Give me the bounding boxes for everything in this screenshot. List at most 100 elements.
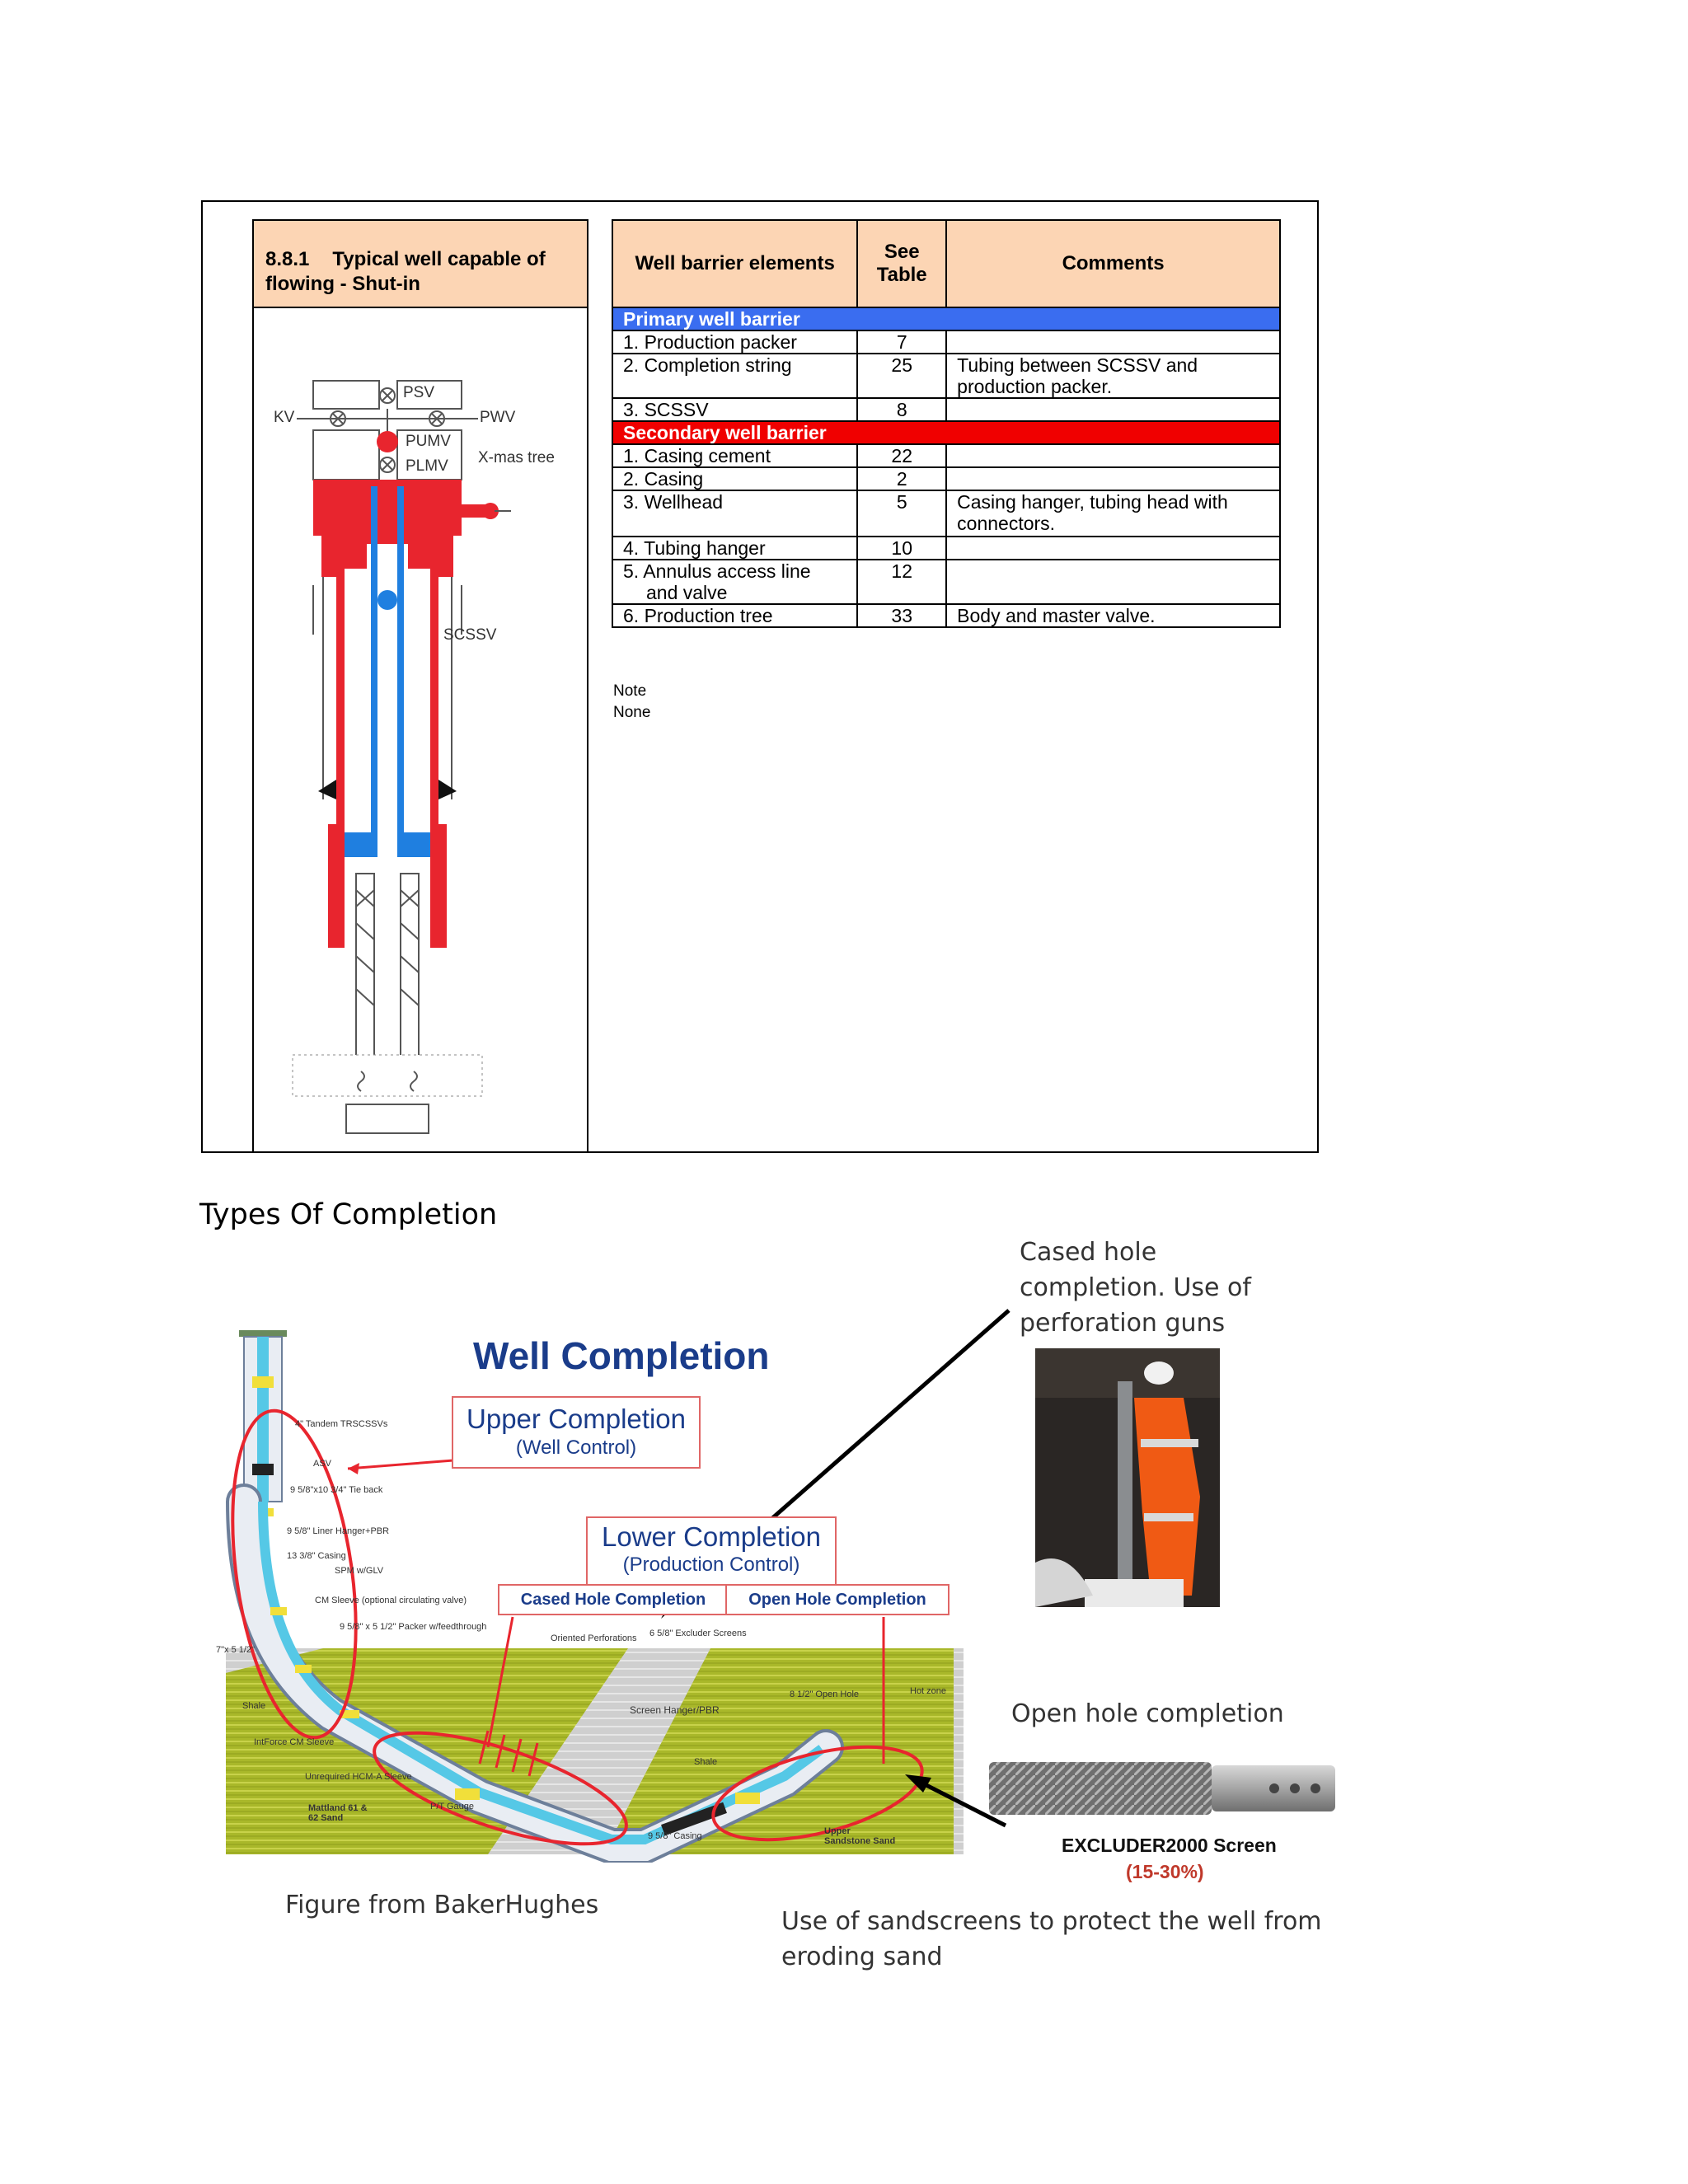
cased-hole-caption: Cased hole completion. Use of perforatio… [1020, 1238, 1251, 1338]
diagram-left-border [252, 219, 254, 1152]
comment-cell [945, 443, 1281, 468]
table-row: 4. Tubing hanger 10 [611, 536, 1281, 560]
completion-heading: Types Of Completion [199, 1198, 498, 1231]
label-packer: 9 5/8" x 5 1/2" Packer w/feedthrough [340, 1622, 487, 1632]
open-hole-arrow [905, 1774, 1007, 1828]
section-number: 8.8.1 [265, 248, 310, 270]
table-ref-cell: 2 [856, 466, 948, 491]
element-cell: 2. Casing [611, 466, 859, 491]
primary-barrier-row: Primary well barrier [612, 307, 1281, 331]
comment-cell [945, 466, 1281, 491]
label-unrequired: Unrequired HCM-A Sleeve [305, 1772, 412, 1782]
kv-label: KV [274, 409, 295, 426]
element-cell: 3. Wellhead [611, 490, 859, 537]
table-row: 1. Production packer 7 [611, 330, 1281, 354]
section-title: Typical well capable of flowing - Shut-i… [265, 248, 546, 295]
perforation-gun-photo [1035, 1348, 1220, 1607]
pwv-label: PWV [480, 409, 516, 426]
table-ref-cell: 7 [856, 330, 948, 354]
xmas-tree-label: X-mas tree [478, 449, 555, 466]
label-hot-zone: Hot zone [910, 1686, 947, 1696]
barrier-frame [201, 200, 1319, 1153]
table-row: 6. Production tree 33 Body and master va… [611, 603, 1281, 628]
element-cell: 6. Production tree [611, 603, 859, 628]
element-cell: 3. SCSSV [611, 397, 859, 422]
comment-cell: Body and master valve. [945, 603, 1281, 628]
completion-diagram [226, 1330, 964, 1863]
barrier-table: Well barrier elements See Table Comments… [611, 219, 1281, 628]
table-ref-cell: 8 [856, 397, 948, 422]
table-ref-cell: 5 [856, 490, 948, 537]
header-elements: Well barrier elements [611, 219, 859, 308]
table-ref-cell: 25 [856, 353, 948, 399]
label-asv: ASV [313, 1459, 332, 1469]
well-diagram [292, 380, 511, 1134]
lower-completion-label: Lower Completion [602, 1521, 821, 1552]
note-label: Note [613, 682, 647, 700]
element-cell: 4. Tubing hanger [611, 536, 859, 560]
comment-cell [945, 536, 1281, 560]
primary-barrier-label: Primary well barrier [612, 307, 1281, 331]
diagram-right-border [587, 219, 588, 1152]
plmv-label: PLMV [406, 457, 448, 475]
figure-credit: Figure from BakerHughes [285, 1891, 599, 1919]
figure-title: Well Completion [473, 1334, 770, 1377]
note-block: Note None [613, 681, 650, 724]
table-ref-cell: 12 [856, 559, 948, 605]
table-ref-cell: 10 [856, 536, 948, 560]
upper-completion-sub: (Well Control) [515, 1436, 637, 1459]
label-oriented: Oriented Perforations [551, 1633, 637, 1643]
label-shale1: Shale [242, 1701, 266, 1711]
sandscreen-caption: Use of sandscreens to protect the well f… [781, 1907, 1322, 1971]
open-hole-tab: Open Hole Completion [725, 1584, 950, 1615]
comment-cell [945, 330, 1281, 354]
label-liner: 9 5/8" Liner Hanger+PBR [287, 1526, 390, 1536]
element-cell: 5. Annulus access line and valve [611, 559, 859, 605]
element-cell: 1. Casing cement [611, 443, 859, 468]
cased-hole-tab: Cased Hole Completion [498, 1584, 729, 1615]
table-row: 2. Casing 2 [611, 466, 1281, 491]
comment-cell [945, 397, 1281, 422]
upper-completion-label: Upper Completion [467, 1404, 686, 1434]
secondary-barrier-row: Secondary well barrier [612, 420, 1281, 445]
label-sand: Mattland 61 & 62 Sand [308, 1803, 368, 1823]
label-casing: 13 3/8" Casing [287, 1551, 346, 1561]
table-row: 5. Annulus access line and valve 12 [611, 559, 1281, 605]
label-spm: SPM w/GLV [335, 1566, 384, 1576]
screen-name: EXCLUDER2000 Screen [1062, 1835, 1277, 1856]
label-ptgauge: P/T Gauge [430, 1802, 474, 1811]
table-ref-cell: 22 [856, 443, 948, 468]
psv-label: PSV [403, 384, 435, 401]
table-row: 3. SCSSV 8 [611, 397, 1281, 422]
secondary-barrier-label: Secondary well barrier [612, 420, 1281, 445]
label-size: 7"x 5 1/2" [216, 1645, 255, 1655]
table-header-row: Well barrier elements See Table Comments [611, 219, 1281, 308]
header-comments: Comments [945, 219, 1281, 308]
element-cell: 2. Completion string [611, 353, 859, 399]
table-ref-cell: 33 [856, 603, 948, 628]
label-upper-sand: Upper Sandstone Sand [824, 1826, 896, 1846]
label-trscssv: 4" Tandem TRSCSSVs [295, 1419, 388, 1429]
label-tieback: 9 5/8"x10 3/4" Tie back [290, 1485, 383, 1495]
comment-cell: Casing hanger, tubing head with connecto… [945, 490, 1281, 537]
comment-cell: Tubing between SCSSV and production pack… [945, 353, 1281, 399]
header-see-table: See Table [856, 219, 948, 308]
sand-screen-image [989, 1762, 1335, 1815]
table-row: 3. Wellhead 5 Casing hanger, tubing head… [611, 490, 1281, 537]
label-casing958: 9 5/8" Casing [648, 1831, 702, 1841]
screen-percentage: (15-30%) [1126, 1861, 1204, 1882]
pumv-label: PUMV [406, 433, 451, 450]
note-text: None [613, 704, 651, 721]
scssv-label: SCSSV [443, 626, 497, 644]
open-hole-caption: Open hole completion [1011, 1699, 1284, 1728]
comment-cell [945, 559, 1281, 605]
label-screen-hanger: Screen Hanger/PBR [630, 1704, 720, 1716]
lower-completion-box: Lower Completion (Production Control) [586, 1516, 837, 1586]
upper-completion-box: Upper Completion (Well Control) [452, 1396, 701, 1469]
lower-completion-sub: (Production Control) [622, 1554, 800, 1576]
label-openhole: 8 1/2" Open Hole [790, 1690, 860, 1699]
label-shale2: Shale [694, 1757, 718, 1767]
label-excluder-screens: 6 5/8" Excluder Screens [649, 1629, 747, 1638]
table-row: 2. Completion string 25 Tubing between S… [611, 353, 1281, 399]
